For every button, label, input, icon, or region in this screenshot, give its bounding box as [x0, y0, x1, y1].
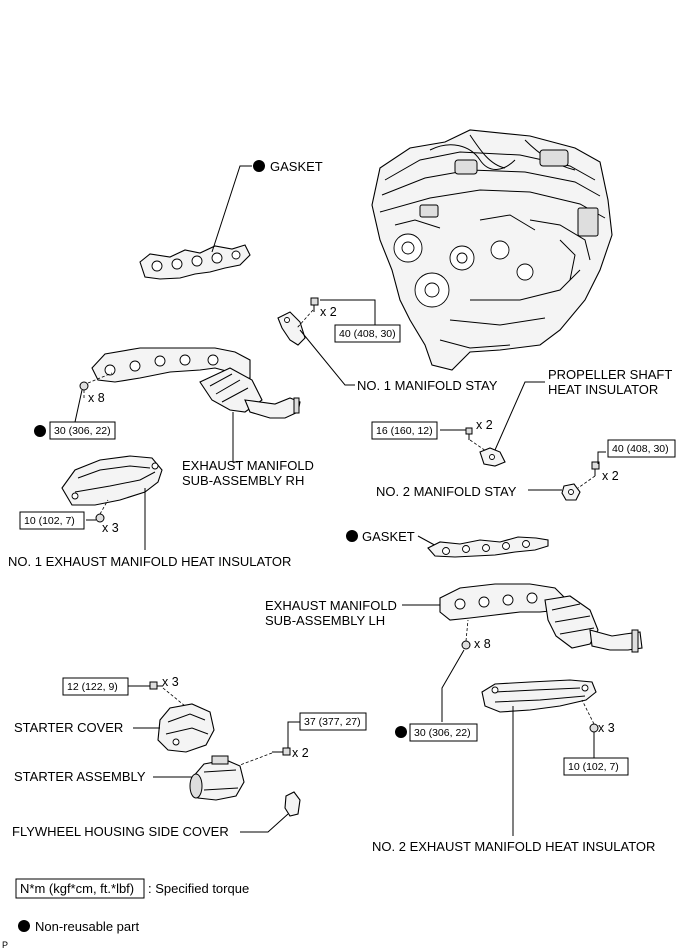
legend-torque-desc: : Specified torque [148, 881, 249, 896]
starter-assembly-label: STARTER ASSEMBLY [14, 769, 146, 784]
no2-manifold-stay-label: NO. 2 MANIFOLD STAY [376, 484, 517, 499]
no1-manifold-stay-part [277, 311, 306, 346]
no2-stay-torque-box [607, 439, 676, 458]
starter-assembly-qty: x 2 [292, 746, 309, 760]
no2-insulator-qty: x 3 [598, 721, 615, 735]
starter-assembly-bolt [272, 747, 291, 756]
starter-assembly-torque: 37 (377, 27) [304, 716, 361, 728]
no2-insulator-torque-box [563, 757, 629, 776]
starter-cover-label: STARTER COVER [14, 720, 123, 735]
no2-manifold-stay-part [561, 483, 581, 501]
propeller-heat-insulator-part [479, 447, 506, 467]
gasket-lh-part [427, 536, 549, 558]
no1-heat-insulator-label: NO. 1 EXHAUST MANIFOLD HEAT INSULATOR [8, 554, 291, 569]
gasket-rh-part [139, 244, 251, 280]
no2-insulator-torque: 10 (102, 7) [568, 761, 619, 773]
flywheel-cover-part [284, 791, 301, 817]
exh-lh-nut [461, 640, 471, 650]
no2-stay-qty: x 2 [602, 469, 619, 483]
nonreusable-marker-exh-rh [34, 425, 46, 437]
no2-heat-insulator-part [481, 679, 597, 713]
exh-lh-qty: x 8 [474, 637, 491, 651]
exh-rh-nut [79, 381, 89, 391]
legend-nonreusable-desc: Non-reusable part [35, 919, 139, 934]
no2-stay-bolt [591, 461, 600, 476]
engine-illustration [371, 129, 613, 371]
starter-cover-qty: x 3 [162, 675, 179, 689]
nonreusable-marker-gasket-rh [253, 160, 265, 172]
exh-rh-qty: x 8 [88, 391, 105, 405]
exhaust-manifold-lh-label-1: EXHAUST MANIFOLD [265, 598, 397, 613]
no1-stay-torque-box [334, 324, 401, 343]
propeller-label-2: HEAT INSULATOR [548, 382, 658, 397]
gasket-lh-label: GASKET [362, 529, 415, 544]
exhaust-manifold-lh-part [439, 583, 643, 653]
nonreusable-marker-gasket-lh [346, 530, 358, 542]
flywheel-cover-label: FLYWHEEL HOUSING SIDE COVER [12, 824, 229, 839]
corner-mark: P [2, 940, 8, 950]
exh-lh-torque-box [409, 723, 478, 742]
no1-stay-torque: 40 (408, 30) [339, 328, 396, 340]
legend-torque-box [15, 878, 145, 899]
starter-cover-torque: 12 (122, 9) [67, 681, 118, 693]
exhaust-manifold-lh-label-2: SUB-ASSEMBLY LH [265, 613, 385, 628]
exhaust-manifold-rh-part [91, 347, 301, 419]
propeller-qty: x 2 [476, 418, 493, 432]
no2-insulator-bolt [589, 723, 599, 733]
no1-insulator-torque-box [19, 511, 85, 530]
no1-insulator-torque: 10 (102, 7) [24, 515, 75, 527]
starter-assembly-part [189, 755, 245, 801]
no1-heat-insulator-part [61, 455, 163, 506]
nonreusable-marker-exh-lh [395, 726, 407, 738]
no1-stay-qty: x 2 [320, 305, 337, 319]
gasket-rh-label: GASKET [270, 159, 323, 174]
no1-insulator-qty: x 3 [102, 521, 119, 535]
legend-nonreusable-marker [18, 920, 30, 932]
propeller-bolt [465, 427, 473, 440]
exhaust-manifold-rh-label-2: SUB-ASSEMBLY RH [182, 473, 304, 488]
propeller-torque: 16 (160, 12) [376, 425, 433, 437]
no2-stay-torque: 40 (408, 30) [612, 443, 669, 455]
starter-cover-bolt [149, 681, 163, 690]
no2-heat-insulator-label: NO. 2 EXHAUST MANIFOLD HEAT INSULATOR [372, 839, 655, 854]
exh-lh-torque: 30 (306, 22) [414, 727, 471, 739]
legend-torque-unit: N*m (kgf*cm, ft.*lbf) [20, 881, 134, 896]
starter-cover-part [157, 703, 215, 753]
exhaust-manifold-rh-label-1: EXHAUST MANIFOLD [182, 458, 314, 473]
exh-rh-torque: 30 (306, 22) [54, 425, 111, 437]
propeller-label-1: PROPELLER SHAFT [548, 367, 672, 382]
no1-manifold-stay-label: NO. 1 MANIFOLD STAY [357, 378, 498, 393]
exh-rh-torque-box [49, 421, 116, 440]
no1-stay-bolt [310, 297, 319, 312]
propeller-torque-box [371, 421, 438, 440]
